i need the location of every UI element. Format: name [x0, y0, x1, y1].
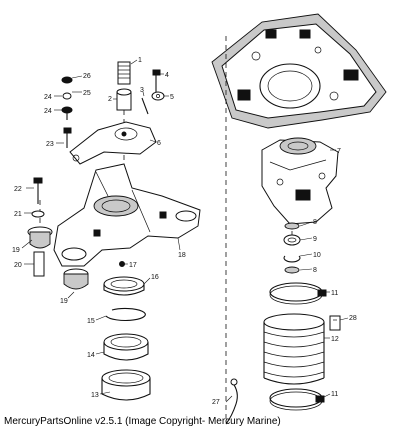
- callout-8-lower: 8: [313, 267, 317, 274]
- callout-7: 7: [337, 148, 341, 155]
- callout-10: 10: [313, 252, 321, 259]
- callout-21: 21: [14, 211, 22, 218]
- upper-seal: [103, 276, 145, 296]
- callout-19-left: 19: [12, 247, 20, 254]
- rubber-mount-lower: [63, 268, 89, 290]
- callout-24-lower: 24: [44, 108, 52, 115]
- callout-11-upper: 11: [331, 290, 338, 297]
- ground-wire: [225, 378, 238, 425]
- seal-ring-stack: [283, 222, 301, 274]
- nut: [151, 91, 165, 101]
- callout-3: 3: [140, 87, 144, 94]
- callout-20: 20: [14, 262, 22, 269]
- callout-16: 16: [151, 274, 159, 281]
- snap-ring: [105, 307, 146, 322]
- callout-19-lower: 19: [60, 298, 68, 305]
- callout-28: 28: [349, 315, 357, 322]
- image-copyright-caption: MercuryPartsOnline v2.5.1 (Image Copyrig…: [4, 416, 281, 427]
- callout-5: 5: [170, 94, 174, 101]
- bushing: [116, 88, 132, 111]
- callout-14: 14: [87, 352, 95, 359]
- callout-4: 4: [165, 72, 169, 79]
- steering-arm: [69, 121, 157, 165]
- arm-bolt: [63, 127, 72, 148]
- locating-pin: [119, 261, 125, 267]
- callout-15: 15: [87, 318, 95, 325]
- callout-26: 26: [83, 73, 91, 80]
- callout-2: 2: [108, 96, 112, 103]
- callout-9: 9: [313, 236, 317, 243]
- retainer-clip: [329, 315, 341, 331]
- callout-17: 17: [129, 262, 137, 269]
- triangular-housing-plate: [211, 13, 387, 129]
- callout-23: 23: [46, 141, 54, 148]
- callout-22: 22: [14, 186, 22, 193]
- callout-8: 8: [313, 219, 317, 226]
- rubber-mount-left: [27, 226, 53, 249]
- dowel-pin: [141, 97, 149, 115]
- callout-6: 6: [157, 140, 161, 147]
- callout-18: 18: [178, 252, 186, 259]
- leader-lines: [21, 59, 349, 403]
- callout-1: 1: [138, 57, 142, 64]
- pivot-sleeve: [117, 61, 131, 85]
- bolt: [152, 69, 161, 94]
- bearing-race: [101, 369, 151, 401]
- hose-clamp-lower: [269, 388, 325, 411]
- swivel-yoke: [53, 163, 201, 267]
- callout-12: 12: [331, 336, 339, 343]
- callout-11-lower: 11: [331, 391, 338, 398]
- callout-labels: 1 2 3 4 5 6 7 8 9 10 8 11 12 11 13 14 15…: [12, 57, 357, 406]
- callout-27: 27: [212, 399, 220, 406]
- yoke-bolt: [33, 177, 43, 204]
- callout-25: 25: [83, 90, 91, 97]
- yoke-washer: [31, 210, 45, 218]
- small-fasteners: [61, 76, 73, 120]
- bearing: [103, 333, 149, 361]
- callout-24-upper: 24: [44, 94, 52, 101]
- callout-13: 13: [91, 392, 99, 399]
- mount-sleeve: [33, 251, 45, 277]
- exhaust-bellows: [263, 313, 325, 385]
- swivel-housing: [261, 137, 339, 225]
- hose-clamp-upper: [269, 282, 327, 305]
